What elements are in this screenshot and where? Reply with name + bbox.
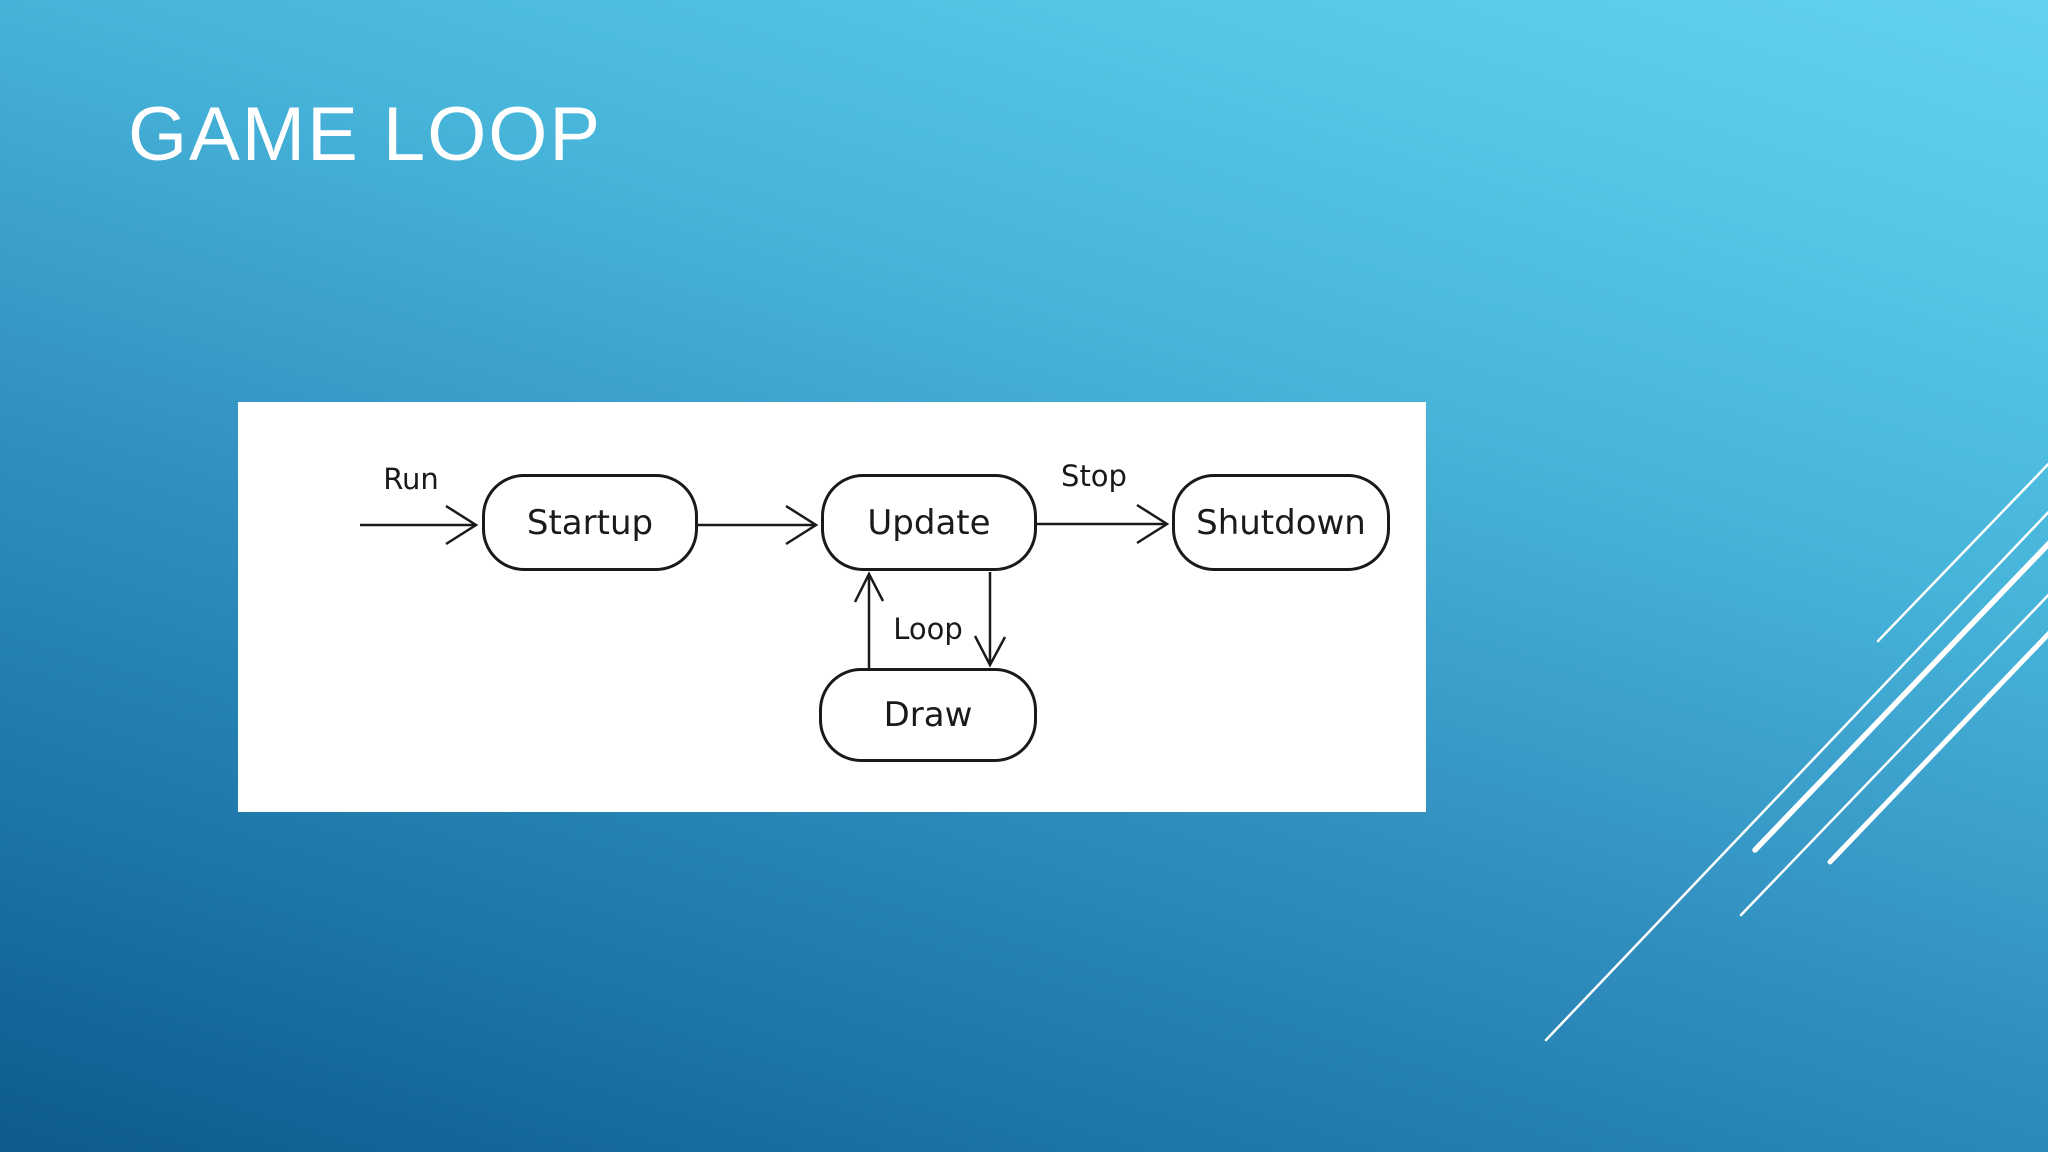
node-startup-label: Startup (526, 502, 654, 543)
arrow-update-draw (973, 572, 1007, 668)
edge-label-stop: Stop (1061, 459, 1127, 493)
accent-line-thin-mid (1739, 593, 2048, 917)
arrow-draw-update (853, 571, 885, 668)
accent-line-thin-top (1876, 462, 2048, 643)
node-startup: Startup (482, 474, 698, 571)
node-shutdown-label: Shutdown (1196, 502, 1366, 543)
arrow-run (360, 504, 479, 546)
node-update: Update (821, 474, 1037, 571)
diagram-panel: Startup Update Shutdown Draw Run Stop Lo… (238, 402, 1426, 812)
accent-line-long-thin (1544, 510, 2048, 1042)
node-draw-label: Draw (883, 695, 973, 735)
edge-label-run: Run (383, 462, 439, 496)
arrow-update-shutdown (1037, 503, 1170, 545)
diagram-arrows (360, 503, 1170, 668)
node-update-label: Update (867, 502, 991, 543)
node-shutdown: Shutdown (1172, 474, 1390, 571)
arrow-startup-update (698, 504, 819, 546)
edge-label-loop: Loop (893, 612, 963, 646)
accent-line-thick-lower (1827, 630, 2048, 865)
page-title: GAME LOOP (128, 92, 603, 177)
node-draw: Draw (819, 668, 1037, 762)
accent-line-thick-upper (1752, 540, 2048, 853)
